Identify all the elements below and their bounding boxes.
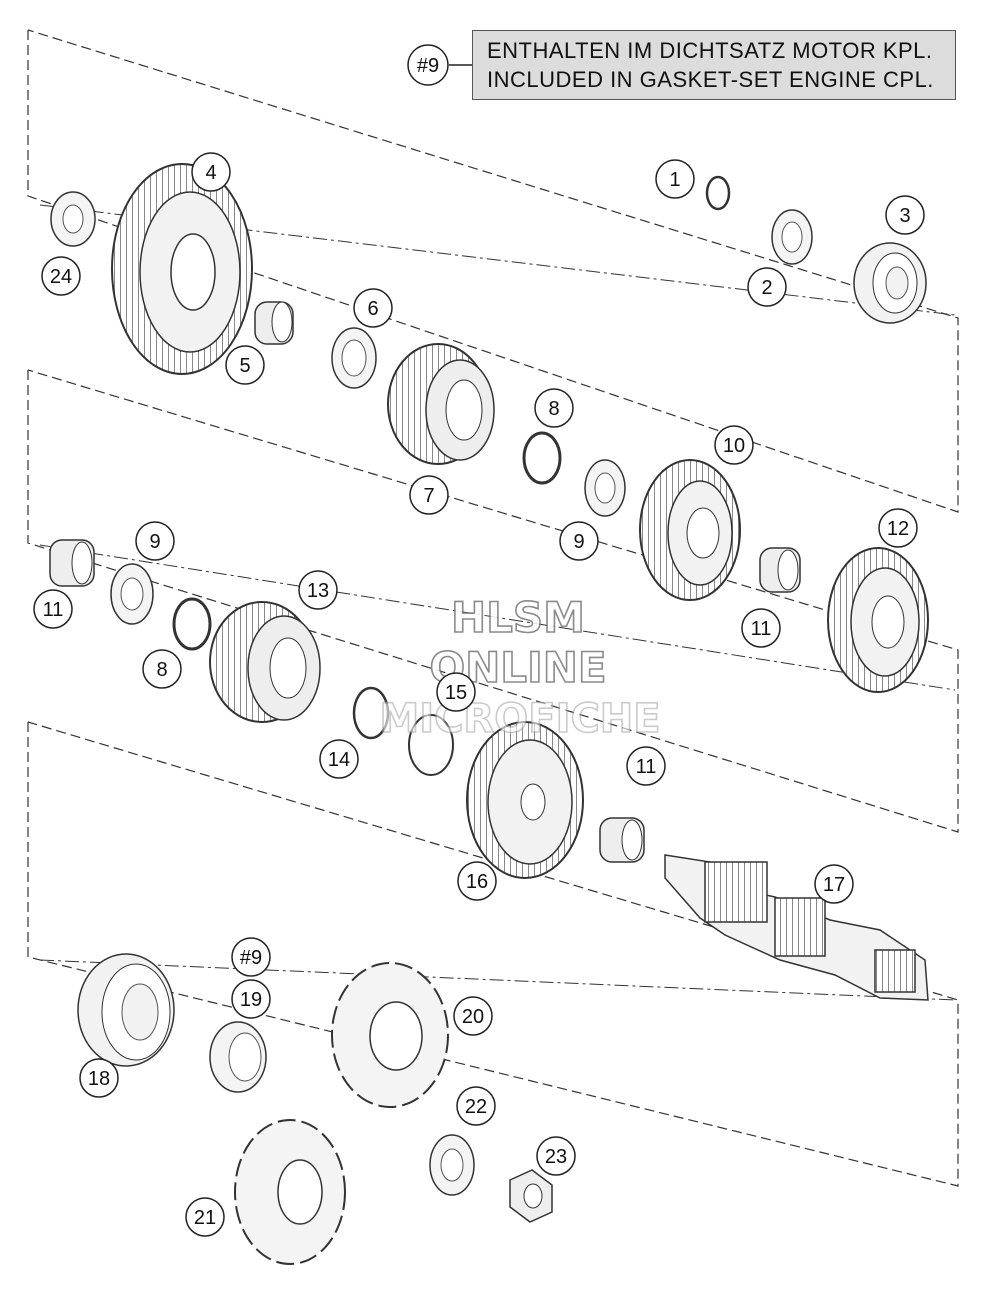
callouts: 1 2 3 4 5 6 7 8 8 9 9 10 11 11 11 12 13 … — [33, 152, 925, 1237]
part-13-gear — [209, 601, 321, 723]
part-23-nut — [509, 1169, 553, 1223]
part-17-shaft — [664, 854, 929, 1001]
part-22-lockwasher — [429, 1134, 475, 1196]
part-5-bushing — [254, 301, 294, 345]
callout-9b-label: 9 — [573, 531, 584, 553]
watermark-line-2: ONLINE — [429, 643, 606, 692]
callout-11c: 11 — [626, 746, 666, 786]
callout-9b: 9 — [559, 521, 599, 561]
callout-9c: #9 — [231, 937, 271, 977]
callout-19: 19 — [231, 979, 271, 1019]
callout-23-label: 23 — [545, 1146, 567, 1168]
callout-20: 20 — [453, 996, 493, 1036]
callout-10: 10 — [714, 425, 754, 465]
part-15-washer — [408, 714, 454, 776]
callout-20-label: 20 — [462, 1006, 484, 1028]
callout-4: 4 — [191, 152, 231, 192]
callout-17-label: 17 — [823, 874, 845, 896]
callout-8a: 8 — [534, 388, 574, 428]
callout-6-label: 6 — [367, 298, 378, 320]
callout-3-label: 3 — [899, 205, 910, 227]
callout-5-label: 5 — [239, 355, 250, 377]
part-12-gear — [827, 547, 929, 693]
watermark: HLSM ONLINE MICROFICHE — [379, 592, 662, 743]
callout-11a-label: 11 — [43, 599, 64, 621]
callout-10-label: 10 — [723, 435, 745, 457]
part-6-washer — [331, 327, 377, 389]
callout-1: 1 — [655, 159, 695, 199]
callout-24-label: 24 — [50, 266, 72, 288]
callout-12-label: 12 — [887, 518, 909, 540]
callout-4-label: 4 — [205, 162, 216, 184]
callout-19-label: 19 — [240, 989, 262, 1011]
callout-21: 21 — [185, 1197, 225, 1237]
part-11-bushing-left — [49, 539, 95, 587]
callout-legend-ref-label: #9 — [417, 55, 439, 77]
callout-6: 6 — [353, 288, 393, 328]
callout-11c-label: 11 — [636, 756, 657, 778]
part-11-bushing — [759, 547, 801, 593]
callout-22-label: 22 — [465, 1096, 487, 1118]
callout-14: 14 — [319, 739, 359, 779]
part-19-seal — [209, 1021, 267, 1093]
callout-7: 7 — [409, 475, 449, 515]
part-21-sprocket — [234, 1119, 346, 1265]
callout-16: 16 — [457, 861, 497, 901]
callout-7-label: 7 — [423, 485, 434, 507]
callout-13: 13 — [298, 570, 338, 610]
callout-11a: 11 — [33, 589, 73, 629]
part-20-sprocket — [331, 962, 449, 1108]
callout-9a: 9 — [135, 521, 175, 561]
part-11-bushing-right — [599, 817, 645, 863]
callout-23: 23 — [536, 1136, 576, 1176]
legend-box: ENTHALTEN IM DICHTSATZ MOTOR KPL. INCLUD… — [472, 30, 956, 100]
callout-8b: 8 — [142, 649, 182, 689]
callout-5: 5 — [225, 345, 265, 385]
callout-11b-label: 11 — [751, 618, 772, 640]
callout-3: 3 — [885, 195, 925, 235]
callout-13-label: 13 — [307, 580, 329, 602]
callout-18-label: 18 — [88, 1068, 110, 1090]
watermark-line-1: HLSM — [451, 593, 585, 642]
callout-15-label: 15 — [445, 682, 467, 704]
callout-16-label: 16 — [466, 871, 488, 893]
part-9-lockwasher-left — [110, 563, 154, 625]
part-10-gear — [639, 459, 741, 601]
part-14-circlip — [352, 686, 390, 740]
callout-8b-label: 8 — [156, 659, 167, 681]
callout-8a-label: 8 — [548, 398, 559, 420]
part-1-circlip — [705, 175, 731, 211]
callout-12: 12 — [878, 508, 918, 548]
callout-11b: 11 — [741, 608, 781, 648]
part-9-lockwasher — [584, 459, 626, 517]
callout-21-label: 21 — [194, 1207, 216, 1229]
watermark-line-3: MICROFICHE — [379, 696, 660, 742]
callout-1-label: 1 — [669, 169, 680, 191]
callout-2-label: 2 — [761, 277, 772, 299]
part-24-washer — [50, 191, 96, 247]
callout-17: 17 — [814, 864, 854, 904]
part-16-gear — [466, 721, 584, 879]
part-4-gear — [111, 163, 253, 375]
callout-15: 15 — [436, 672, 476, 712]
part-3-bearing — [853, 242, 927, 324]
callout-14-label: 14 — [328, 749, 350, 771]
legend-line-en: INCLUDED IN GASKET-SET ENGINE CPL. — [487, 67, 934, 92]
legend-line-de: ENTHALTEN IM DICHTSATZ MOTOR KPL. — [487, 38, 933, 63]
callout-9a-label: 9 — [149, 531, 160, 553]
part-7-gear — [387, 343, 495, 465]
part-8-ring-left — [172, 597, 212, 651]
part-18-bearing — [77, 953, 175, 1067]
callout-9c-label: #9 — [240, 947, 262, 969]
part-8-ring — [522, 431, 562, 485]
callout-22: 22 — [456, 1086, 496, 1126]
callout-2: 2 — [747, 267, 787, 307]
callout-legend-ref: #9 — [407, 44, 449, 86]
callout-24: 24 — [41, 256, 81, 296]
callout-18: 18 — [79, 1058, 119, 1098]
part-2-washer — [771, 209, 813, 265]
